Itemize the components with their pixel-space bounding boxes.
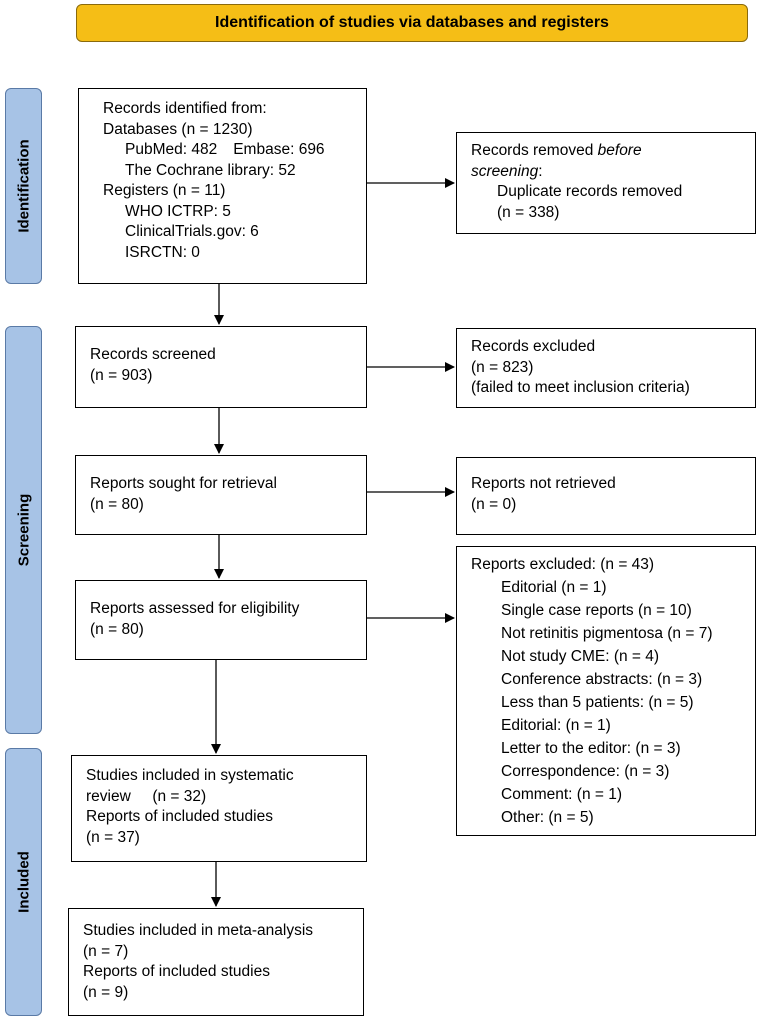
reports-excluded-item: Less than 5 patients: (n = 5) [501, 694, 694, 711]
studies-meta-line3: Reports of included studies [83, 963, 270, 980]
reports-excluded-item: Correspondence: (n = 3) [501, 763, 670, 780]
duplicates-count: (n = 338) [497, 203, 560, 221]
records-removed-colon: : [538, 162, 543, 180]
pubmed-embase-line: PubMed: 482 Embase: 696 [103, 140, 352, 161]
records-removed-plain: Records removed [471, 142, 598, 159]
reports-excluded-item: Not study CME: (n = 4) [501, 648, 660, 665]
records-removed-italic-before: before [597, 142, 642, 159]
studies-meta-line2: (n = 7) [83, 942, 129, 960]
duplicates-line: Duplicate records removed [497, 183, 683, 200]
reports-not-retrieved-count: (n = 0) [471, 495, 517, 513]
reports-excluded-item: Other: (n = 5) [501, 809, 594, 826]
reports-excluded-box: Reports excluded: (n = 43) Editorial (n … [456, 546, 756, 836]
reports-excluded-item: Not retinitis pigmentosa (n = 7) [501, 625, 713, 642]
studies-meta-line1: Studies included in meta-analysis [83, 922, 314, 939]
databases-line: Databases (n = 1230) [103, 120, 253, 138]
flow-header-title: Identification of studies via databases … [215, 14, 609, 31]
studies-review-line2: review (n = 32) [86, 787, 207, 805]
registers-line: Registers (n = 11) [103, 182, 226, 199]
records-excluded-label: Records excluded [471, 338, 596, 355]
clinicaltrials-line: ClinicalTrials.gov: 6 [125, 223, 259, 240]
embase-count: Embase: 696 [233, 141, 325, 158]
isrctn-line: ISRCTN: 0 [125, 243, 200, 261]
reports-sought-box: Reports sought for retrieval (n = 80) [75, 455, 367, 535]
studies-review-line1: Studies included in systematic [86, 767, 294, 784]
reports-not-retrieved-label: Reports not retrieved [471, 475, 616, 492]
records-screened-box: Records screened (n = 903) [75, 326, 367, 408]
studies-meta-box: Studies included in meta-analysis (n = 7… [68, 908, 364, 1016]
reports-excluded-item: Letter to the editor: (n = 3) [501, 740, 681, 757]
studies-review-line4: (n = 37) [86, 828, 140, 846]
studies-review-line3: Reports of included studies [86, 808, 273, 825]
reports-excluded-item: Editorial: (n = 1) [501, 717, 611, 734]
reports-sought-label: Reports sought for retrieval [90, 475, 277, 492]
records-identified-heading: Records identified from: [103, 100, 267, 117]
who-line: WHO ICTRP: 5 [125, 202, 231, 220]
phase-identification: Identification [5, 88, 42, 284]
reports-excluded-item: Comment: (n = 1) [501, 786, 623, 803]
reports-assessed-count: (n = 80) [90, 620, 144, 638]
records-identified-box: Records identified from: Databases (n = … [78, 88, 367, 284]
reports-excluded-item: Single case reports (n = 10) [501, 602, 692, 619]
records-excluded-count: (n = 823) [471, 358, 534, 376]
records-screened-count: (n = 903) [90, 366, 153, 384]
records-removed-heading-1: Records removed before [471, 141, 741, 162]
reports-assessed-box: Reports assessed for eligibility (n = 80… [75, 580, 367, 660]
studies-meta-line4: (n = 9) [83, 983, 129, 1001]
records-removed-italic-screening: screening [471, 162, 539, 180]
reports-excluded-item: Editorial (n = 1) [501, 579, 607, 596]
records-screened-label: Records screened [90, 346, 216, 363]
reports-not-retrieved-box: Reports not retrieved (n = 0) [456, 457, 756, 535]
cochrane-line: The Cochrane library: 52 [125, 161, 296, 179]
records-excluded-reason: (failed to meet inclusion criteria) [471, 379, 690, 396]
flow-header: Identification of studies via databases … [76, 4, 748, 42]
phase-included: Included [5, 748, 42, 1016]
records-removed-heading-2: screening: [471, 162, 741, 183]
phase-screening: Screening [5, 326, 42, 734]
records-excluded-box: Records excluded (n = 823) (failed to me… [456, 328, 756, 408]
records-removed-box: Records removed before screening: Duplic… [456, 132, 756, 234]
reports-excluded-heading: Reports excluded: (n = 43) [471, 556, 655, 573]
reports-assessed-label: Reports assessed for eligibility [90, 600, 300, 617]
pubmed-count: PubMed: 482 [125, 141, 218, 158]
reports-excluded-item: Conference abstracts: (n = 3) [501, 671, 703, 688]
reports-sought-count: (n = 80) [90, 495, 144, 513]
studies-review-box: Studies included in systematic review (n… [71, 755, 367, 862]
